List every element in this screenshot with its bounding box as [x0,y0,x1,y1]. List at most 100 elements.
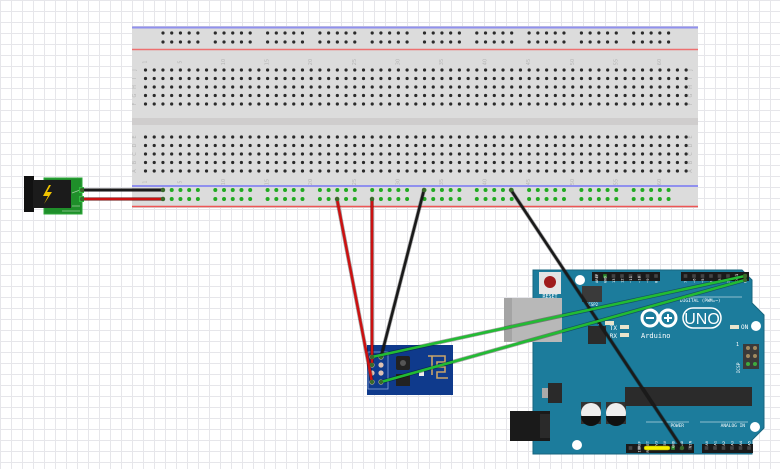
breadboard-hole[interactable] [632,102,636,106]
breadboard-hole[interactable] [335,160,339,165]
breadboard-hole[interactable] [161,143,165,148]
breadboard-hole[interactable] [178,68,182,72]
breadboard-hole[interactable] [388,143,392,148]
rail-hole[interactable] [597,40,601,44]
breadboard-hole[interactable] [449,169,453,173]
breadboard-hole[interactable] [300,93,305,98]
breadboard-hole[interactable] [414,160,418,165]
breadboard-hole[interactable] [283,76,287,81]
breadboard-hole[interactable] [178,143,182,148]
rail-hole[interactable] [483,188,488,192]
rail-hole[interactable] [292,40,296,44]
rail-hole[interactable] [344,197,349,201]
breadboard-hole[interactable] [204,143,209,148]
header-pin[interactable] [747,446,751,450]
rail-hole[interactable] [344,188,349,192]
breadboard-hole[interactable] [623,76,627,81]
wire-endpoint[interactable] [79,187,85,193]
breadboard-hole[interactable] [431,152,435,156]
breadboard-hole[interactable] [257,135,261,139]
breadboard-hole[interactable] [161,85,165,89]
breadboard-hole[interactable] [606,169,610,173]
breadboard-hole[interactable] [571,152,575,156]
breadboard-hole[interactable] [396,135,400,139]
header-pin[interactable] [738,446,743,450]
breadboard-hole[interactable] [222,152,226,156]
rail-hole[interactable] [231,31,235,35]
breadboard-hole[interactable] [292,76,296,81]
breadboard-hole[interactable] [388,85,392,89]
breadboard-hole[interactable] [597,135,601,139]
breadboard-hole[interactable] [405,143,409,148]
rail-hole[interactable] [222,40,226,44]
breadboard-hole[interactable] [222,135,226,139]
breadboard-hole[interactable] [457,76,462,81]
breadboard-hole[interactable] [510,102,514,106]
rail-hole[interactable] [213,188,218,192]
breadboard-hole[interactable] [161,152,165,156]
rail-hole[interactable] [292,31,296,35]
breadboard-hole[interactable] [440,143,444,148]
rail-hole[interactable] [326,188,331,192]
rail-hole[interactable] [187,188,192,192]
breadboard-hole[interactable] [588,143,592,148]
rail-hole[interactable] [387,188,392,192]
breadboard-hole[interactable] [361,169,366,173]
rail-hole[interactable] [605,31,610,35]
breadboard-hole[interactable] [361,152,366,156]
breadboard-hole[interactable] [222,76,226,81]
rail-hole[interactable] [527,40,531,44]
breadboard-hole[interactable] [361,160,366,165]
breadboard-hole[interactable] [588,102,592,106]
breadboard-hole[interactable] [361,85,366,89]
breadboard-hole[interactable] [152,68,156,72]
breadboard-hole[interactable] [606,93,610,98]
rail-hole[interactable] [266,40,270,44]
breadboard-hole[interactable] [361,143,366,148]
breadboard-hole[interactable] [536,152,540,156]
breadboard-hole[interactable] [518,85,523,89]
rail-hole[interactable] [222,188,227,192]
breadboard-hole[interactable] [292,152,296,156]
wire-esp-tx[interactable] [369,273,748,360]
icsp-pin[interactable] [753,346,757,350]
breadboard-hole[interactable] [335,135,339,139]
breadboard-hole[interactable] [274,93,278,98]
breadboard-hole[interactable] [606,68,610,72]
rail-hole[interactable] [352,197,357,201]
breadboard-hole[interactable] [187,102,191,106]
rail-hole[interactable] [230,197,235,201]
breadboard-hole[interactable] [178,135,182,139]
breadboard-hole[interactable] [213,68,217,72]
rail-hole[interactable] [658,31,662,35]
breadboard-hole[interactable] [510,85,514,89]
breadboard-hole[interactable] [597,152,601,156]
breadboard-hole[interactable] [405,169,409,173]
breadboard-hole[interactable] [152,169,156,173]
rail-hole[interactable] [291,188,296,192]
rail-hole[interactable] [379,31,383,35]
breadboard-hole[interactable] [527,160,531,165]
breadboard-hole[interactable] [632,169,636,173]
rail-hole[interactable] [448,197,453,201]
breadboard-hole[interactable] [178,85,182,89]
rail-hole[interactable] [353,40,357,44]
breadboard-hole[interactable] [483,143,488,148]
rail-hole[interactable] [579,31,584,35]
breadboard-hole[interactable] [579,143,584,148]
breadboard-hole[interactable] [152,102,156,106]
rail-hole[interactable] [449,31,453,35]
breadboard-hole[interactable] [222,160,226,165]
breadboard-hole[interactable] [527,68,531,72]
breadboard-hole[interactable] [466,93,470,98]
header-pin[interactable] [611,274,616,278]
breadboard-hole[interactable] [623,93,627,98]
icsp-pin[interactable] [746,362,750,366]
breadboard-hole[interactable] [274,102,278,106]
header-pin[interactable] [603,274,607,278]
breadboard-hole[interactable] [213,102,217,106]
rail-hole[interactable] [439,197,444,201]
breadboard-hole[interactable] [614,135,618,139]
breadboard-hole[interactable] [222,143,226,148]
rail-hole[interactable] [500,197,505,201]
